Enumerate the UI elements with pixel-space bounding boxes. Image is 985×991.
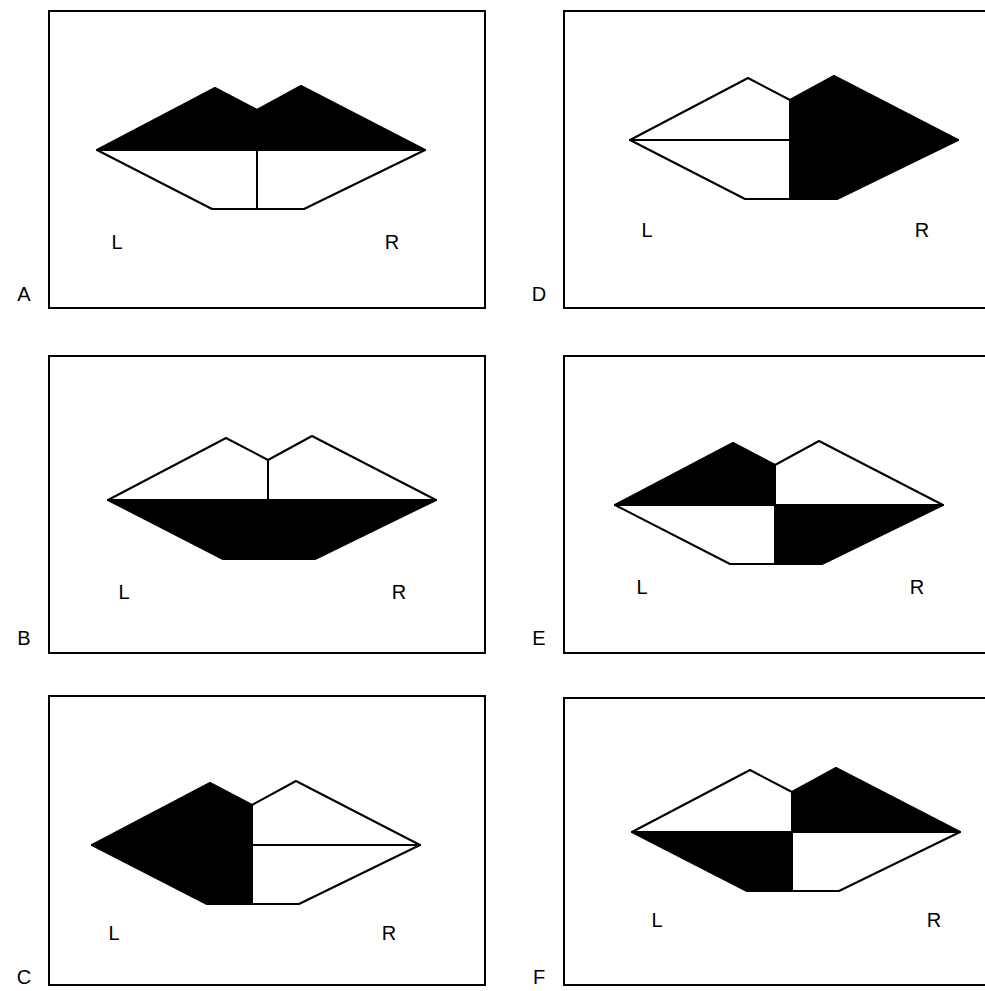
panel-letter: C — [17, 967, 31, 987]
left-side-label: L — [111, 232, 122, 252]
lips-c — [92, 781, 420, 904]
lips-panel: DLR — [563, 10, 985, 309]
panel-letter: F — [533, 967, 545, 987]
lips-panel: ELR — [563, 355, 985, 654]
lips-d — [630, 76, 958, 199]
right-side-label: R — [915, 220, 929, 240]
right-side-label: R — [927, 910, 941, 930]
panel-letter: B — [17, 628, 30, 648]
lips-b — [108, 436, 436, 559]
panel-letter: D — [532, 284, 546, 304]
panel-letter: E — [532, 628, 545, 648]
right-side-label: R — [385, 232, 399, 252]
lips-panel: BLR — [48, 355, 486, 654]
right-side-label: R — [392, 582, 406, 602]
lips-a — [97, 86, 425, 209]
lips-f — [632, 768, 960, 891]
right-side-label: R — [382, 923, 396, 943]
lips-panel: CLR — [48, 695, 486, 986]
left-side-label: L — [108, 923, 119, 943]
lips-panel: ALR — [48, 10, 486, 309]
panel-letter: A — [17, 284, 30, 304]
lips-panel: FLR — [563, 697, 985, 986]
left-side-label: L — [636, 577, 647, 597]
left-side-label: L — [651, 910, 662, 930]
right-side-label: R — [910, 577, 924, 597]
left-side-label: L — [118, 582, 129, 602]
lips-e — [615, 441, 943, 564]
left-side-label: L — [641, 220, 652, 240]
